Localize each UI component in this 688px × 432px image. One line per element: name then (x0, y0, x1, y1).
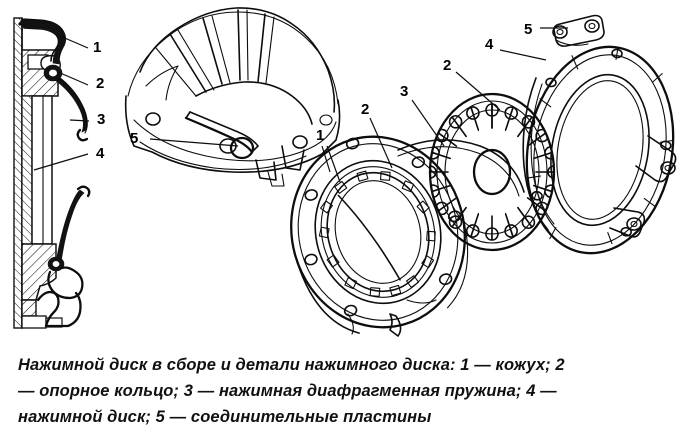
leader-exploded-2 (369, 117, 393, 169)
leader-section-3 (69, 119, 90, 122)
callout-exploded-1: 1 (316, 127, 324, 144)
section-diaphragm-spring (54, 75, 89, 142)
callout-section-4: 4 (96, 145, 105, 162)
callout-exploded-4: 4 (485, 36, 494, 53)
section-lower-spring-leaf (36, 185, 91, 328)
pressure-plate-teeth (318, 170, 436, 297)
callout-exploded-2: 2 (361, 101, 369, 118)
cross-section-view: 1 2 3 4 (13, 17, 105, 329)
callout-cover-5: 5 (130, 130, 138, 147)
figure-caption: Нажимной диск в сборе и детали нажимного… (18, 352, 674, 430)
diagram-illustration: 1 2 3 4 (13, 7, 677, 337)
leader-exploded-2b (455, 71, 501, 111)
section-cover-lip (18, 18, 67, 65)
cover-lug-lower (635, 135, 677, 183)
clutch-cover-part (522, 14, 677, 255)
cover-connecting-plate (184, 111, 259, 160)
section-pressure-plate-body (21, 95, 53, 245)
leader-cover-5 (149, 138, 239, 147)
callout-section-3: 3 (97, 111, 105, 128)
leader-section-2 (57, 71, 89, 86)
leader-exploded-3 (411, 99, 445, 147)
callout-exploded-3: 3 (400, 83, 408, 100)
diaphragm-spring-fingers (430, 103, 554, 241)
caption-line-1: Нажимной диск в сборе и детали нажимного… (18, 356, 565, 374)
leader-exploded-4 (499, 49, 547, 61)
leader-exploded-1 (326, 145, 341, 183)
diagram-svg: 1 2 3 4 (13, 7, 677, 337)
callout-section-1: 1 (93, 39, 101, 56)
clutch-cover-detail-view: 5 (124, 7, 341, 187)
callout-exploded-5: 5 (524, 21, 532, 38)
diaphragm-spring-part (428, 92, 556, 252)
callout-exploded-2b: 2 (443, 57, 451, 74)
cover-lug-bottom (609, 207, 646, 238)
cover-lug-top (552, 14, 605, 47)
leader-cover-1 (321, 145, 331, 173)
section-backing-plate (13, 17, 23, 329)
callout-section-2: 2 (96, 75, 104, 92)
caption-line-2: — опорное кольцо; 3 — нажимная диафрагме… (18, 382, 557, 400)
leader-section-4 (33, 153, 89, 171)
caption-line-3: нажимной диск; 5 — соединительные пласти… (18, 408, 432, 426)
cover-radial-ribs (155, 9, 275, 97)
leader-section-1 (59, 35, 89, 49)
